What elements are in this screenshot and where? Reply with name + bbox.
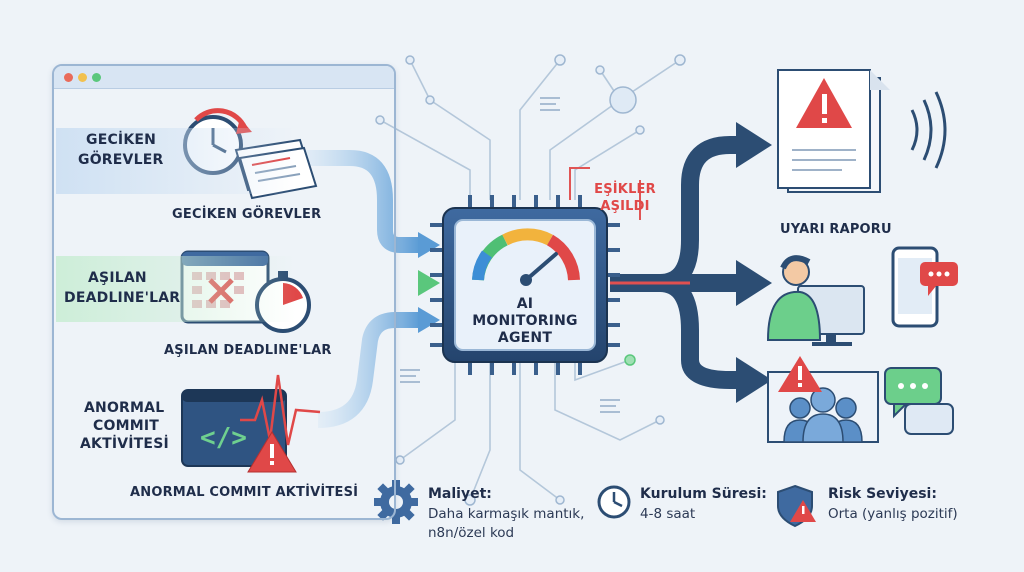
threshold-label-2: AŞILDI bbox=[600, 199, 650, 214]
alert-report-icon bbox=[777, 69, 947, 193]
cost-text-1: Daha karmaşık mantık, bbox=[428, 506, 585, 522]
flow-arrowhead-delayed bbox=[418, 232, 440, 258]
warning-icon-commit bbox=[247, 431, 297, 473]
abnormal-commits-label-3: AKTİVİTESİ bbox=[80, 436, 169, 452]
code-window-icon: </> bbox=[181, 374, 321, 467]
agent-label-3: AGENT bbox=[497, 330, 553, 346]
output-arrowheads bbox=[736, 122, 772, 403]
setup-text: 4-8 saat bbox=[640, 506, 696, 522]
abnormal-commits-label-2: COMMIT bbox=[93, 418, 159, 434]
window-dot-red bbox=[64, 73, 73, 82]
agent-label-2: MONITORING bbox=[472, 313, 578, 329]
delayed-tasks-label-1: GECİKEN bbox=[86, 132, 157, 148]
window-dot-green bbox=[92, 73, 101, 82]
input-sources-panel bbox=[52, 64, 396, 520]
cost-title: Maliyet: bbox=[428, 486, 492, 502]
missed-deadlines-label-2: DEADLINE'LAR bbox=[64, 290, 181, 306]
missed-deadlines-label-1: AŞILAN bbox=[88, 270, 147, 286]
delayed-tasks-caption: GECİKEN GÖREVLER bbox=[172, 207, 322, 222]
person-at-computer-icon bbox=[766, 255, 865, 346]
network-dashes bbox=[400, 97, 620, 413]
flow-arrowhead-commit bbox=[418, 307, 440, 333]
shield-warning-icon bbox=[777, 484, 816, 528]
output-arrows bbox=[610, 136, 740, 389]
cost-text-2: n8n/özel kod bbox=[428, 525, 515, 541]
threshold-label-1: EŞİKLER bbox=[594, 182, 656, 197]
delayed-tasks-band bbox=[56, 128, 296, 194]
alert-report-label: UYARI RAPORU bbox=[780, 222, 892, 237]
setup-title: Kurulum Süresi: bbox=[640, 486, 767, 502]
flow-arrow-commit bbox=[317, 312, 420, 428]
delayed-tasks-label-2: GÖREVLER bbox=[78, 152, 164, 168]
svg-text:</>: </> bbox=[200, 423, 247, 453]
missed-deadlines-band bbox=[56, 256, 296, 322]
flow-arrowhead-deadline bbox=[418, 270, 440, 296]
window-dot-yellow bbox=[78, 73, 87, 82]
abnormal-commits-label-1: ANORMAL bbox=[84, 400, 165, 416]
panel-title-bar bbox=[54, 66, 394, 89]
missed-deadlines-caption: AŞILAN DEADLINE'LAR bbox=[164, 343, 332, 358]
abnormal-commits-caption: ANORMAL COMMIT AKTİVİTESİ bbox=[130, 485, 359, 500]
network-nodes bbox=[375, 54, 686, 506]
risk-text: Orta (yanlış pozitif) bbox=[828, 506, 958, 522]
chat-bubbles-icon bbox=[884, 367, 954, 435]
ai-chip bbox=[430, 195, 620, 375]
threshold-connector bbox=[569, 167, 590, 200]
team-icon bbox=[767, 356, 879, 443]
agent-label-1: AI bbox=[516, 296, 534, 312]
phone-chat-icon bbox=[891, 246, 958, 328]
risk-title: Risk Seviyesi: bbox=[828, 486, 937, 502]
clock-icon-setup bbox=[597, 485, 631, 519]
flow-arrow-delayed bbox=[300, 150, 420, 253]
